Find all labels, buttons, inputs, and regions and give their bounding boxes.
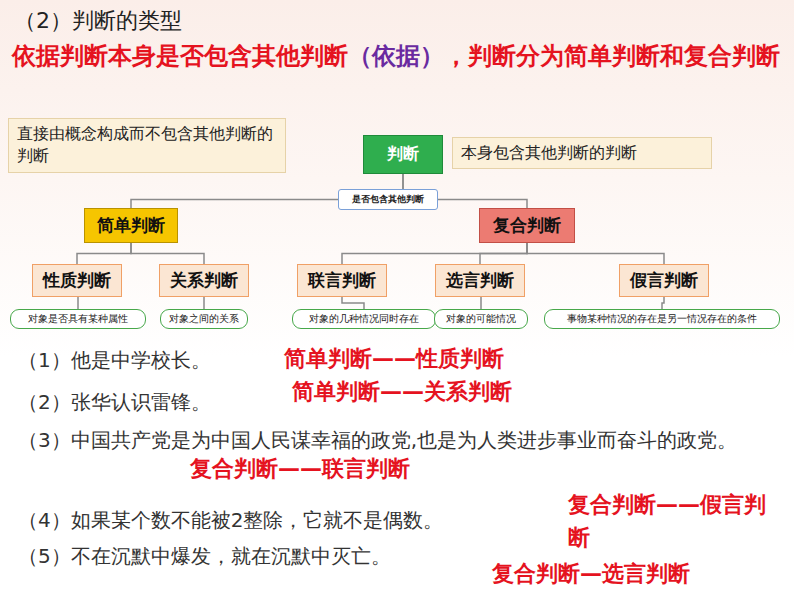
answer-text: 复合判断——假言判断: [568, 488, 786, 554]
note-box: 本身包含其他判断的判断: [452, 137, 712, 169]
definition-pill: 对象是否具有某种属性: [10, 309, 146, 329]
node-text: 对象的几种情况同时存在: [301, 312, 427, 326]
node-text: 简单判断: [97, 214, 165, 237]
intro-text: 依据判断本身是否包含其他判断: [12, 42, 348, 70]
node-text: 事物某种情况的存在是另一情况存在的条件: [553, 312, 771, 326]
tree-connector: [131, 243, 204, 264]
root-box: 判断: [363, 135, 443, 174]
intro-sentence: 依据判断本身是否包含其他判断（依据），判断分为简单判断和复合判断: [12, 40, 787, 72]
node-text: 复合判断: [492, 214, 562, 237]
criterion-box: 是否包含其他判断: [338, 189, 438, 210]
type-box: 关系判断: [159, 264, 249, 297]
node-text: 是否包含其他判断: [347, 193, 429, 206]
answer-text: 简单判断——性质判断: [284, 342, 504, 375]
tree-connector: [480, 243, 527, 264]
node-text: 联言判断: [308, 269, 376, 292]
section-title: （2）判断的类型: [14, 6, 182, 36]
category-box: 简单判断: [84, 208, 178, 243]
example-sentence: （4）如果某个数不能被2整除，它就不是偶数。: [18, 505, 443, 535]
node-text: 判断: [378, 144, 428, 165]
category-box: 复合判断: [479, 208, 575, 243]
example-sentence: （1）他是中学校长。: [18, 345, 211, 375]
answer-text: 简单判断——关系判断: [292, 375, 512, 408]
example-sentence: （3）中国共产党是为中国人民谋幸福的政党,也是为人类进步事业而奋斗的政党。: [18, 425, 788, 455]
tree-connector: [662, 297, 664, 309]
definition-pill: 对象之间的关系: [160, 309, 248, 329]
type-box: 性质判断: [32, 264, 122, 297]
example-sentence: （2）张华认识雷锋。: [18, 387, 211, 417]
node-text: 对象之间的关系: [169, 312, 239, 326]
tree-connector: [342, 243, 527, 264]
node-text: 性质判断: [43, 269, 111, 292]
node-text: 选言判断: [446, 269, 514, 292]
example-sentence: （5）不在沉默中爆发，就在沉默中灭亡。: [18, 541, 391, 571]
type-box: 选言判断: [435, 264, 525, 297]
note-box: 直接由概念构成而不包含其他判断的判断: [8, 118, 286, 173]
type-box: 联言判断: [297, 264, 387, 297]
node-text: 本身包含其他判断的判断: [461, 142, 703, 164]
tree-connector: [527, 243, 664, 264]
node-text: 对象的可能情况: [443, 312, 519, 326]
intro-text: （依据）: [348, 42, 444, 70]
answer-text: 复合判断—选言判断: [492, 557, 690, 590]
intro-text: ，判断分为简单判断和复合判断: [444, 42, 780, 70]
node-text: 对象是否具有某种属性: [19, 312, 137, 326]
tree-connector: [77, 297, 79, 309]
tree-connector: [77, 243, 131, 264]
answer-text: 复合判断——联言判断: [190, 452, 410, 485]
node-text: 直接由概念构成而不包含其他判断的判断: [17, 123, 277, 168]
definition-pill: 对象的几种情况同时存在: [292, 309, 436, 329]
tree-connector: [342, 297, 364, 309]
tree-connector: [203, 297, 205, 309]
definition-pill: 对象的可能情况: [434, 309, 528, 329]
definition-pill: 事物某种情况的存在是另一情况存在的条件: [544, 309, 780, 329]
node-text: 假言判断: [630, 269, 698, 292]
type-box: 假言判断: [619, 264, 709, 297]
node-text: 关系判断: [170, 269, 238, 292]
tree-connector: [480, 297, 482, 309]
